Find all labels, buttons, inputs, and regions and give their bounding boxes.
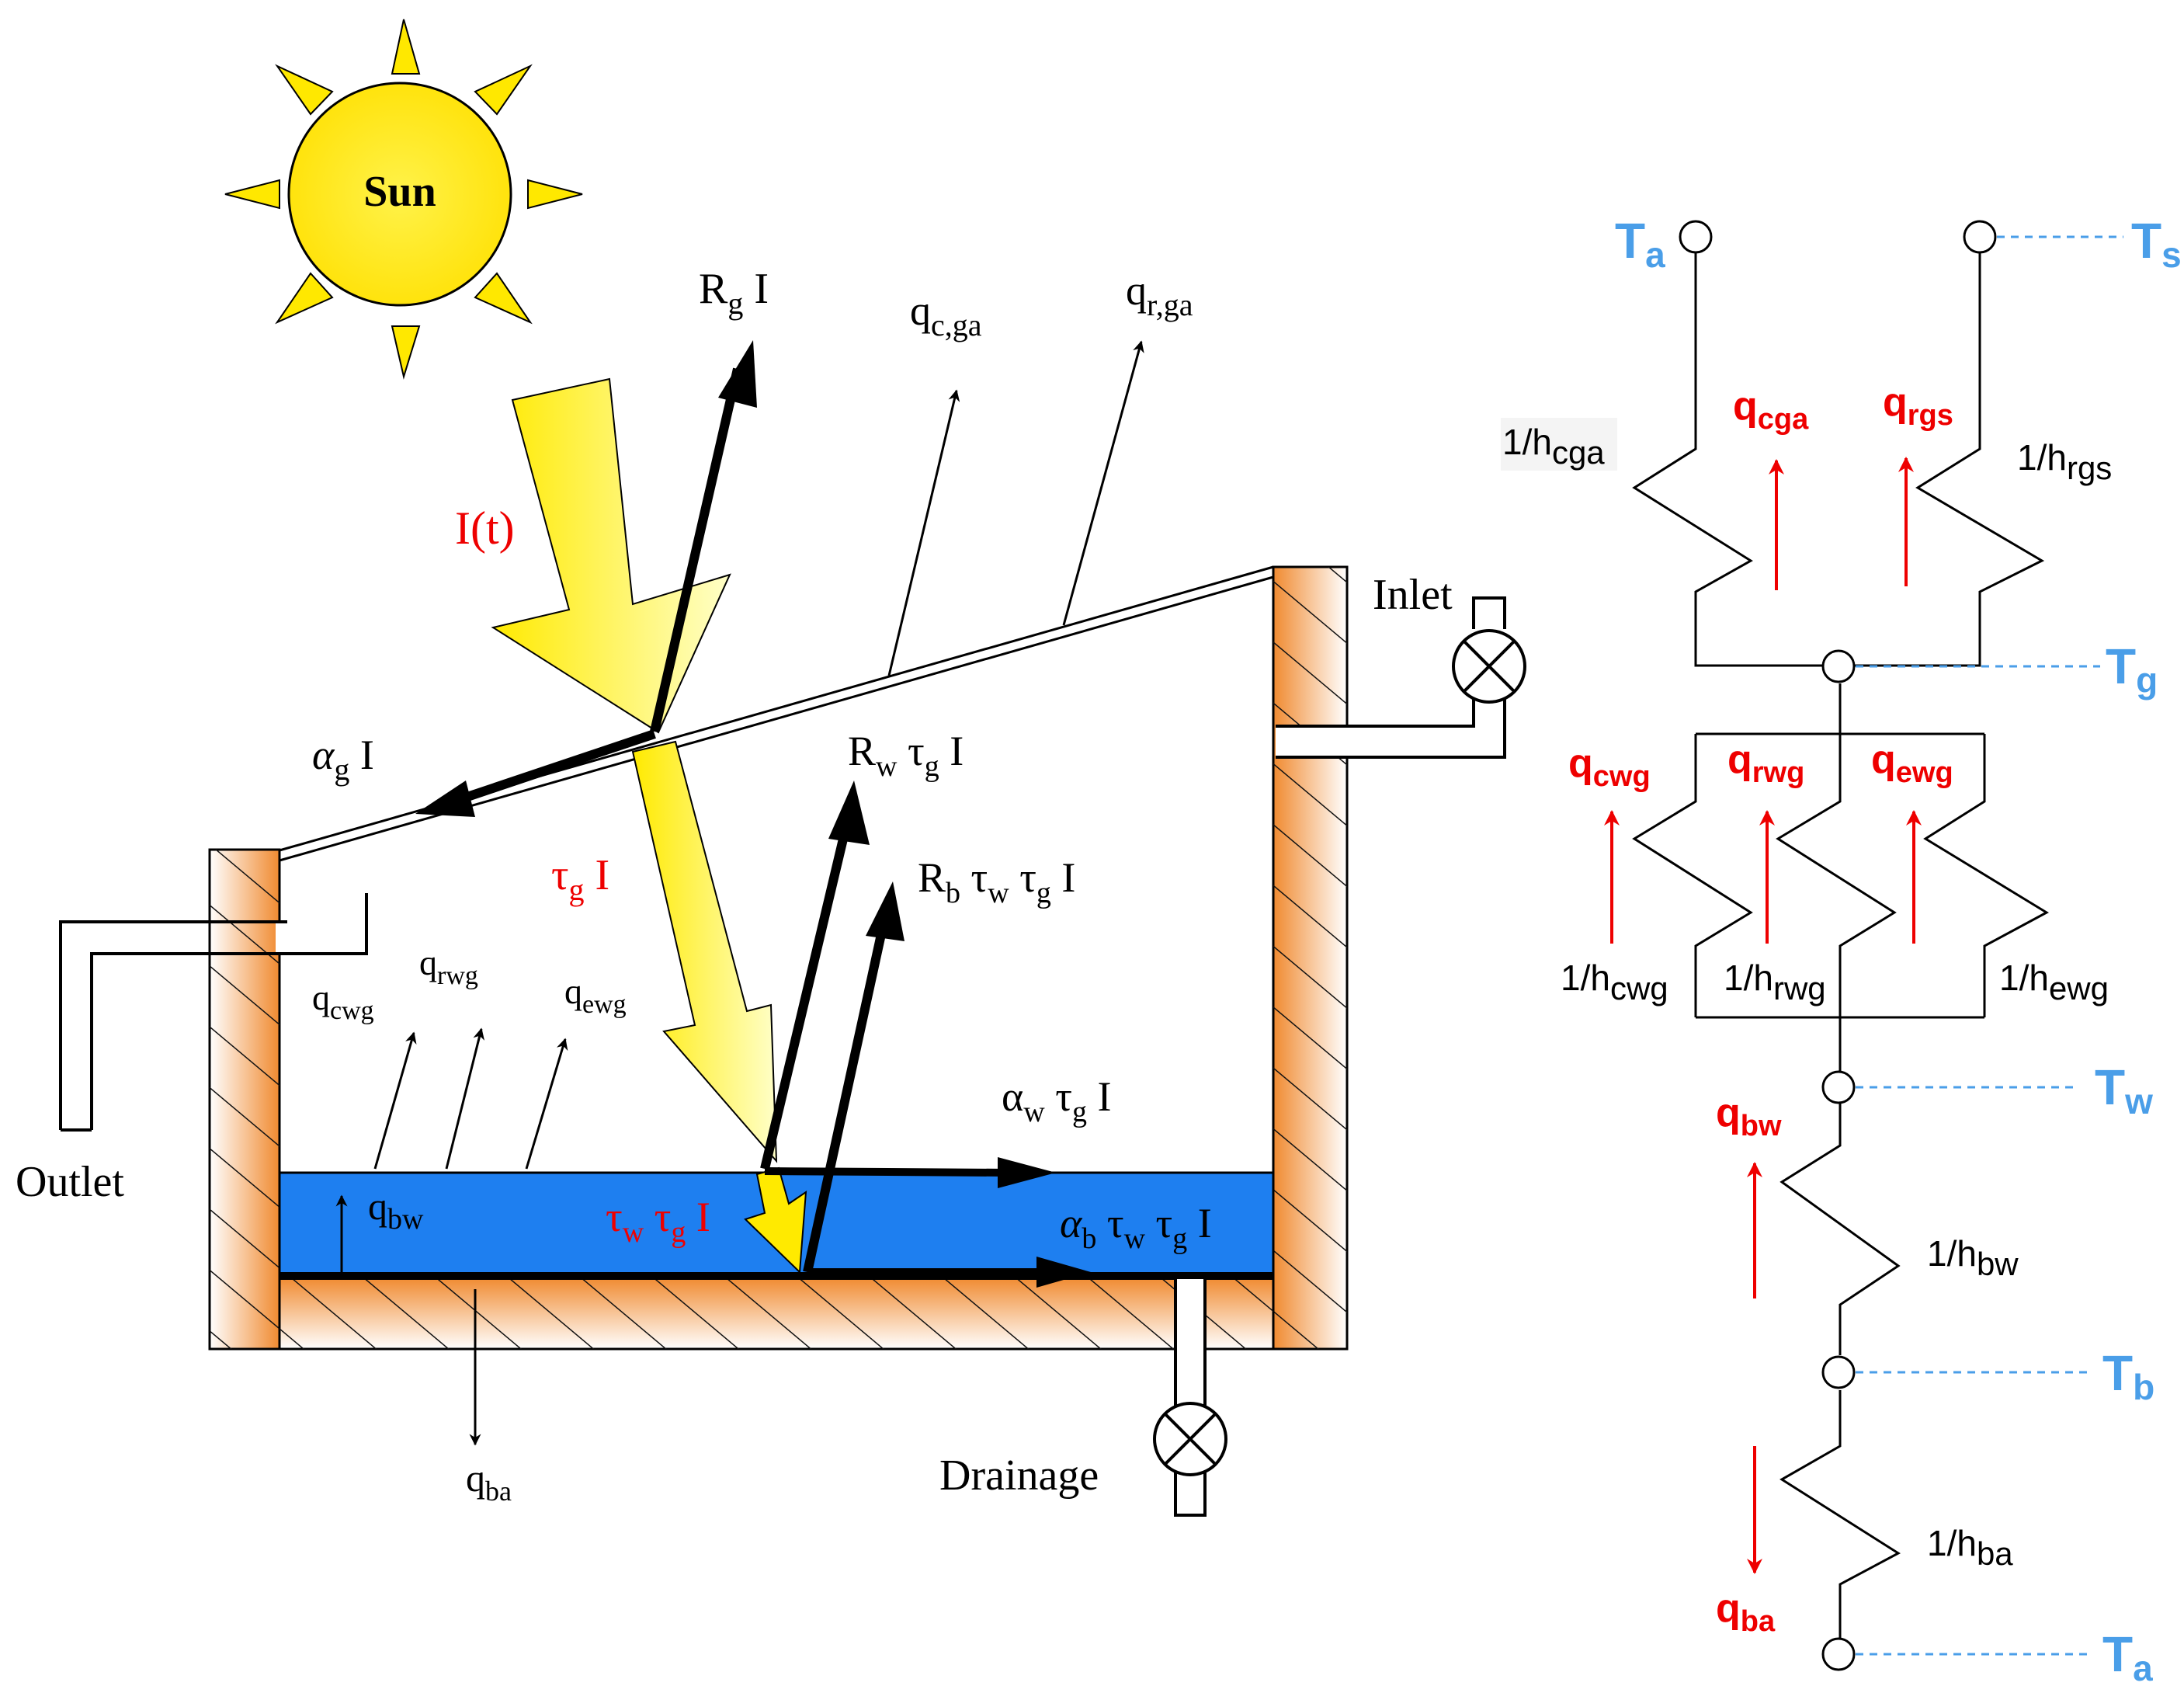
water-absorption-arrow (764, 1157, 1056, 1188)
q-ewg-net-label: qewg (1871, 737, 1953, 789)
basin-reflection-arrow (803, 881, 905, 1274)
q-rwg-arrow (445, 1027, 485, 1170)
transmitted-beam-arrow (631, 740, 778, 1163)
water-reflection-arrow (760, 780, 870, 1170)
q-bw-net-label: qbw (1716, 1090, 1782, 1142)
basin-absorption-arrow (807, 1257, 1091, 1288)
T-w-label: Tw (2095, 1059, 2153, 1121)
drainage-pipe (1174, 1276, 1207, 1517)
still-basin (208, 565, 1349, 1351)
glass-cover (279, 565, 1274, 862)
conv-glass-ambient-arrow (887, 389, 960, 676)
q-rwg-net-label: qrwg (1727, 737, 1804, 789)
basin-absorption-label: αb τw τg I (1060, 1200, 1212, 1255)
glass-reflection-arrow (650, 340, 757, 733)
rad-glass-ambient-label: qr,ga (1126, 267, 1193, 322)
q-cwg-arrow (373, 1031, 417, 1170)
q-cwg-net-label: qcwg (1568, 741, 1651, 793)
q-rwg-label: qrwg (419, 943, 478, 990)
node-T-a-bottom (1821, 1637, 1856, 1671)
incident-radiation-label: I(t) (455, 502, 515, 554)
R-cga-label-box (1501, 418, 1617, 471)
glass-reflection-label: Rg I (699, 265, 769, 321)
glass-absorption-label: αg I (312, 732, 374, 787)
q-ba-label: qba (466, 1456, 512, 1507)
drainage-label: Drainage (939, 1451, 1099, 1500)
node-T-w (1821, 1070, 1856, 1104)
water-transmission-label: τw τg I (606, 1194, 710, 1249)
outlet-pipe (59, 893, 368, 1132)
T-g-label: Tg (2106, 638, 2158, 701)
q-ewg-arrow (525, 1038, 568, 1170)
T-a-top-label: Ta (1615, 213, 1665, 275)
T-a-bottom-label: Ta (2102, 1626, 2153, 1688)
glass-transmission-label: τg I (551, 851, 609, 907)
sun-label: Sun (363, 168, 436, 216)
q-ewg-label: qewg (564, 972, 627, 1019)
glass-absorption-arrow (415, 729, 656, 817)
R-cwg-label: 1/hcwg (1561, 958, 1668, 1006)
conv-glass-ambient-label: qc,ga (910, 287, 982, 342)
inlet-pipe (1276, 596, 1506, 759)
q-cwg-label: qcwg (312, 978, 374, 1025)
thermal-network (1632, 252, 2050, 1639)
q-bw-label: qbw (368, 1184, 424, 1236)
inlet-label: Inlet (1373, 571, 1453, 619)
rad-glass-ambient-arrow (1062, 340, 1144, 626)
R-cga-label: 1/hcga (1502, 422, 1605, 471)
T-b-label: Tb (2102, 1345, 2154, 1407)
R-rwg-label: 1/hrwg (1724, 958, 1826, 1006)
T-s-label: Ts (2131, 213, 2182, 275)
R-bw-label: 1/hbw (1927, 1233, 2019, 1282)
R-ewg-label: 1/hewg (1999, 958, 2109, 1006)
sun-icon (224, 19, 583, 380)
q-rgs-label: qrgs (1883, 380, 1953, 432)
R-ba-label: 1/hba (1927, 1523, 2013, 1572)
node-T-s (1963, 220, 1997, 254)
inlet-valve-icon[interactable] (1452, 629, 1526, 704)
R-rgs-label: 1/hrgs (2017, 437, 2112, 486)
water-absorption-label: αw τg I (1002, 1073, 1111, 1128)
basin-reflection-label: Rb τw τg I (918, 854, 1075, 909)
drainage-valve-icon[interactable] (1153, 1402, 1227, 1476)
outlet-label: Outlet (16, 1158, 124, 1206)
node-T-a-top (1679, 220, 1713, 254)
water-reflection-label: Rw τg I (848, 728, 964, 783)
node-T-b (1821, 1355, 1856, 1389)
node-T-g (1821, 649, 1856, 683)
q-cga-label: qcga (1733, 384, 1809, 436)
q-ba-net-label: qba (1716, 1586, 1776, 1638)
